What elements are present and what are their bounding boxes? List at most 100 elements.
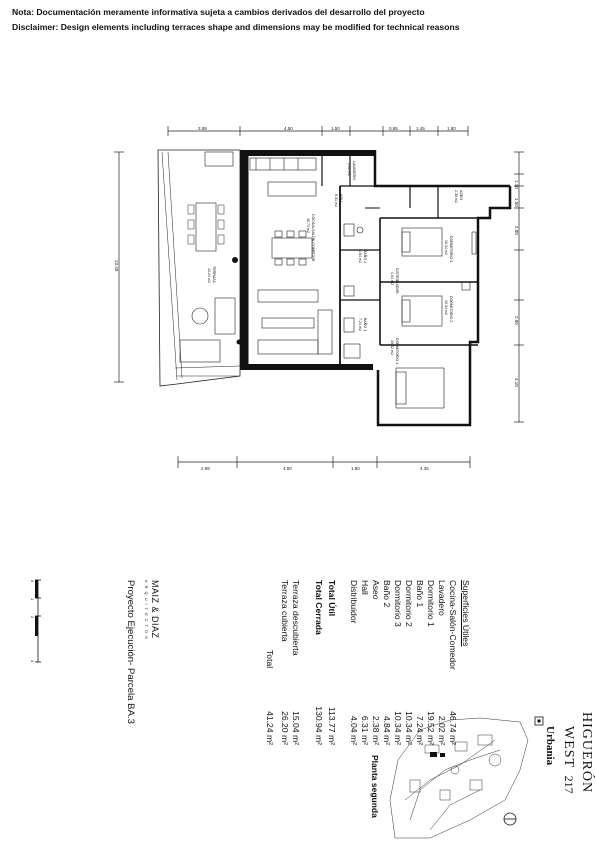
architect-block: MAIZ & DIAZ ARQUITECTOS Proyecto Ejecuci… (125, 580, 160, 724)
room-labels: COCINA-SALÓN-COMEDOR 46.74 m2 TERRAZA 41… (207, 161, 463, 364)
urbania-logo-icon (534, 716, 544, 726)
dim-bottom-2: 4.50 (283, 466, 292, 471)
scale-2: 2 (30, 616, 35, 619)
rooms-furniture (343, 223, 477, 409)
surface-row-value: 4.84 m² (382, 715, 392, 745)
room-name-hall: HALL (339, 194, 343, 203)
surface-row-label: Dormitorio 3 (393, 580, 403, 627)
dim-right-5: 4.10 (514, 378, 519, 387)
brand-company: Urbania (544, 726, 556, 766)
room-area-aseo: 2.38 m2 (454, 190, 458, 203)
room-name-bano2: BAÑO 2 (363, 250, 368, 263)
surface-row-label: Cocina-Salón-Comedor (448, 580, 458, 670)
dim-top-5: 1.45 (416, 126, 425, 131)
scale-bar (35, 579, 41, 663)
surface-row-label: Dormitorio 1 (426, 580, 436, 627)
disclaimer-spanish: Nota: Documentación meramente informativ… (12, 7, 425, 17)
dim-right-3: 2.80 (514, 226, 519, 235)
surface-row-label: Aseo (371, 580, 381, 600)
architect-name: MAIZ & DIAZ (150, 580, 160, 639)
terrace-total-value: 41.24 m² (265, 711, 275, 745)
dimension-right (514, 151, 524, 423)
terrace-row-label: Terraza descubierta (291, 580, 301, 656)
brand-name-line2: WEST (561, 726, 576, 769)
dim-top-1: 3.89 (198, 126, 207, 131)
room-name-bano1: BAÑO 1 (363, 318, 368, 331)
surface-row-value: 46.74 m² (448, 711, 458, 745)
surface-row-value: 2.02 m² (437, 715, 447, 745)
terrace-row-value: 15.04 m² (291, 711, 301, 745)
scale-4: 4 (30, 660, 35, 663)
dim-top-3: 1.50 (331, 126, 340, 131)
surface-row-value: 7.24 m² (415, 715, 425, 745)
surface-row-value: 2.38 m² (371, 715, 381, 745)
surface-row-value: 6.31 m² (360, 715, 370, 745)
surface-row-label: Distribuidor (349, 580, 359, 624)
dim-top-4: 0.95 (389, 126, 398, 131)
room-name-lavadero: LAVADERO (352, 161, 356, 180)
project-title: Proyecto Ejecución- Parcela BA.3 (125, 580, 136, 724)
room-area-bano2: 4.84 m2 (358, 250, 362, 263)
scale-0: 0 (30, 580, 35, 583)
surface-row-value: 4.04 m² (349, 715, 359, 745)
surface-row-label: Hall (360, 580, 370, 595)
dim-bottom-1: 2.99 (201, 466, 210, 471)
dim-top-2: 4.50 (284, 126, 293, 131)
architect-subtitle: ARQUITECTOS (144, 580, 149, 642)
room-area-dorm1: 19.52 m2 (390, 340, 394, 355)
room-area-dorm2: 10.34 m2 (444, 300, 448, 315)
site-plan-map (389, 717, 529, 839)
surface-row-value: 10.34 m² (393, 711, 403, 745)
brand-name-line1: HIGUERÓN (579, 712, 594, 794)
dimension-top-labels: 3.89 4.50 1.50 0.95 1.45 1.80 (198, 126, 456, 131)
room-name-living: COCINA-SALÓN-COMEDOR (311, 214, 316, 262)
dim-bottom-4: 4.35 (420, 466, 429, 471)
dimension-bottom-labels: 2.99 4.50 1.80 4.35 (201, 466, 429, 471)
terrace-row-value: 26.20 m² (280, 711, 290, 745)
surface-row-value: 19.52 m² (426, 711, 436, 745)
dimension-bottom (177, 456, 471, 468)
room-name-aseo: ASEO (459, 190, 463, 200)
apartment-walls (240, 150, 512, 427)
surface-row-label: Dormitorio 2 (404, 580, 414, 627)
surface-row-label: Lavadero (437, 580, 447, 616)
room-area-hall: 6.31 m2 (334, 194, 338, 207)
kitchen-living-furniture (249, 157, 333, 355)
dim-right-2: 1.50 (514, 198, 519, 207)
total-util-label: Total Útil (327, 580, 337, 617)
room-name-dorm3: DORMITORIO 3 (449, 236, 453, 262)
room-area-terrace: 41.24 m2 (207, 268, 211, 283)
room-name-dorm2: DORMITORIO 2 (449, 296, 453, 322)
surfaces-title: Superficies Útiles (461, 580, 471, 647)
dimension-right-labels: 1.10 1.50 2.80 2.80 4.10 (514, 180, 519, 387)
dim-bottom-3: 1.80 (351, 466, 360, 471)
terrace-total-label: Total (265, 650, 275, 669)
dim-right-4: 2.80 (514, 316, 519, 325)
surface-row-value: 10.34 m² (404, 711, 414, 745)
floor-label: Planta segunda (370, 755, 380, 818)
room-name-terrace: TERRAZA (212, 266, 216, 283)
room-area-lavadero: 2.02 m2 (347, 163, 351, 176)
room-area-bano1: 7.24 m2 (358, 318, 362, 331)
total-cerrada-value: 130.94 m² (314, 706, 324, 745)
scale-1: 1 (30, 598, 35, 601)
terrace (157, 149, 241, 387)
room-name-distribuidor: DISTRIBUIDOR (395, 268, 399, 294)
room-area-living: 46.74 m2 (306, 218, 310, 233)
dimension-left (114, 151, 124, 383)
site-plan-marker (430, 752, 437, 757)
total-cerrada-label: Total Cerrada (314, 580, 324, 635)
surface-row-label: Baño 2 (382, 580, 392, 608)
terrace-row-label: Terraza cubierta (280, 580, 290, 642)
brand-block: HIGUERÓN WEST 217 Urbania (542, 712, 596, 794)
room-area-distribuidor: 4.04 m2 (390, 272, 394, 285)
north-arrow-icon (503, 812, 517, 826)
dim-right-1: 1.10 (514, 180, 519, 189)
total-util-value: 113.77 m² (327, 706, 337, 745)
dim-left: 13.40 (114, 260, 119, 272)
scale-labels: 0 1 2 4 (30, 580, 35, 663)
room-name-dorm1: DORMITORIO 1 (395, 338, 399, 364)
dim-top-6: 1.80 (447, 126, 456, 131)
room-area-dorm3: 10.34 m2 (444, 240, 448, 255)
